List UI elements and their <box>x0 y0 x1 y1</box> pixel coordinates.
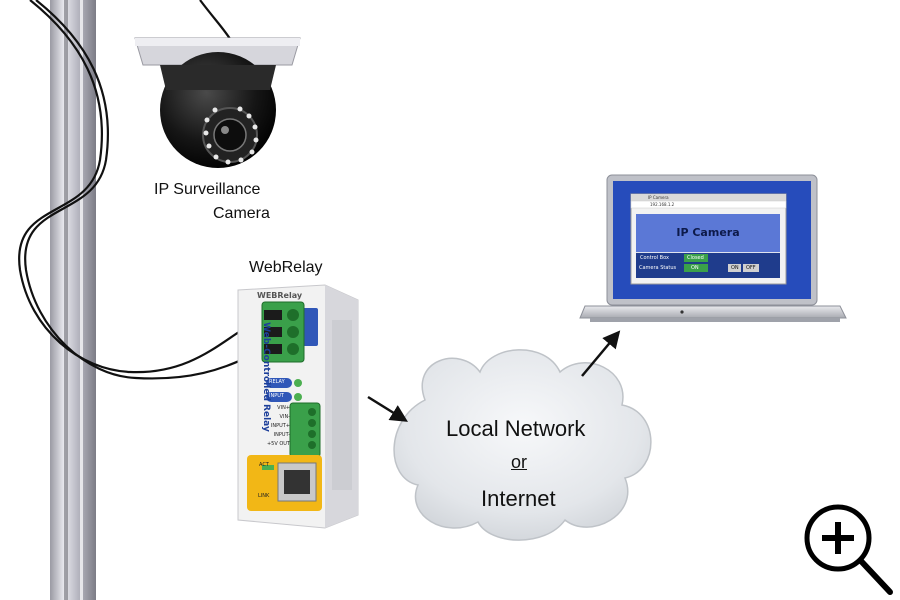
port-label: VIN- <box>279 414 290 420</box>
zoom-in-icon[interactable] <box>804 504 893 595</box>
camera-on-button[interactable]: ON <box>731 265 739 271</box>
flow-arrows <box>367 330 621 422</box>
input-indicator-label: INPUT <box>269 393 284 399</box>
port-label: INPUT+ <box>270 423 290 429</box>
ip-camera-graphic <box>134 37 301 168</box>
port-label: VIN+ <box>277 405 290 411</box>
relay-indicator-label: RELAY <box>269 379 285 385</box>
network-label-or: or <box>511 452 528 472</box>
browser-url: 192.168.1.2 <box>650 202 675 207</box>
port-label: INPUT- <box>273 432 290 438</box>
camera-status-label: Camera Status <box>639 265 677 271</box>
network-label-line3: Internet <box>481 486 556 511</box>
laptop-graphic <box>579 174 847 322</box>
network-label-line1: Local Network <box>446 416 586 441</box>
camera-label-line1: IP Surveillance <box>154 181 261 198</box>
webrelay-label: WebRelay <box>249 259 323 276</box>
arrow-relay-to-cloud <box>367 395 408 422</box>
webrelay-device <box>237 284 359 529</box>
act-label: ACT <box>259 462 269 468</box>
control-box-value: Closed <box>687 255 704 261</box>
arrow-cloud-to-laptop <box>581 330 621 377</box>
browser-tab-title: IP Camera <box>648 195 669 200</box>
port-labels: VIN+ VIN- INPUT+ INPUT- +5V OUT <box>266 404 290 449</box>
screen-page-title: IP Camera <box>676 226 740 239</box>
camera-label-line2: Camera <box>213 205 270 222</box>
network-cloud <box>393 349 652 541</box>
camera-off-button[interactable]: OFF <box>746 265 756 271</box>
camera-status-value: ON <box>691 265 699 271</box>
link-label: LINK <box>258 493 270 499</box>
control-box-label: Control Box <box>640 255 669 261</box>
webrelay-logo: WEBRelay <box>257 291 303 300</box>
mounting-pole <box>50 0 96 600</box>
port-label: +5V OUT <box>266 441 290 447</box>
